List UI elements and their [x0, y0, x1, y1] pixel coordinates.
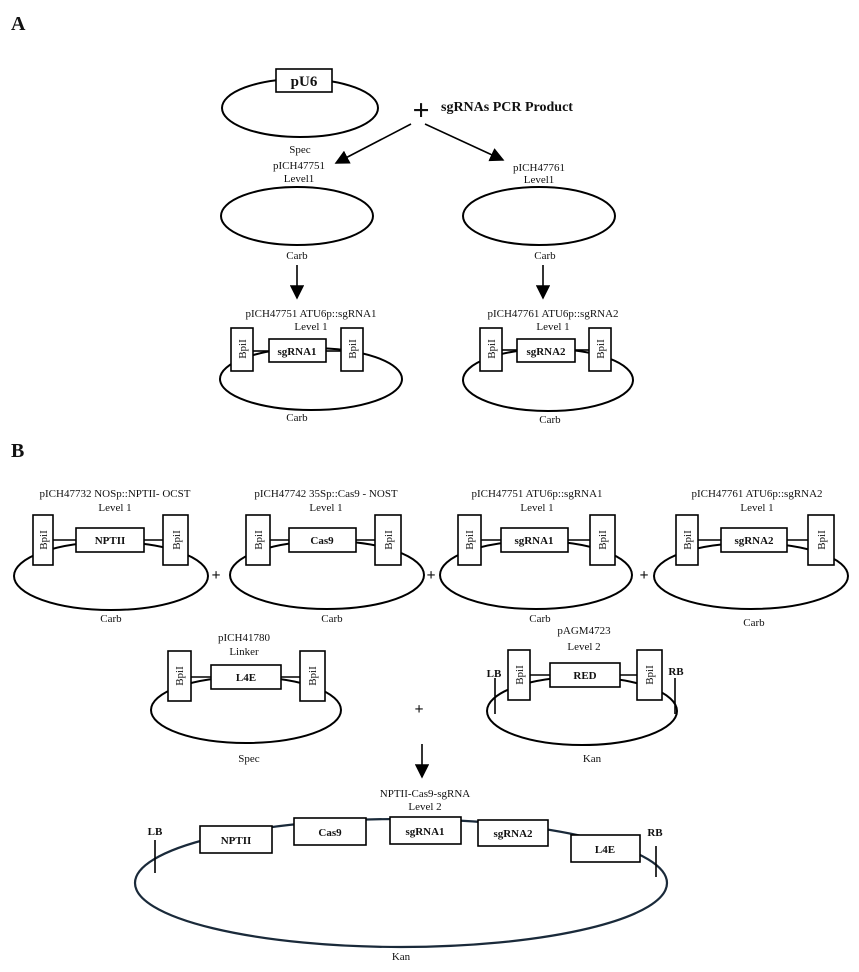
- v1-level: Level 1: [98, 502, 131, 514]
- plus-2: +: [426, 567, 435, 584]
- dest-title: pAGM4723: [557, 625, 611, 637]
- dest-rb: RB: [668, 666, 684, 678]
- left-vector-name: pICH47751: [273, 160, 325, 172]
- v4-sgrna2: sgRNA2: [734, 535, 774, 547]
- v1-bpi1: BpiI: [38, 530, 50, 550]
- dest-lb: LB: [487, 668, 502, 680]
- v3-carb: Carb: [529, 613, 551, 625]
- pcr-label: sgRNAs PCR Product: [441, 100, 573, 115]
- pu6-vector: pU6 Spec: [221, 68, 379, 156]
- linker-bpi1: BpiI: [174, 666, 186, 686]
- v4-level: Level 1: [740, 502, 773, 514]
- final-sgrna1: sgRNA1: [405, 826, 444, 838]
- v2-title: pICH47742 35Sp::Cas9 - NOST: [254, 488, 398, 500]
- v3-sgrna1: sgRNA1: [514, 535, 553, 547]
- v3-title: pICH47751 ATU6p::sgRNA1: [471, 488, 602, 500]
- dest-bpi1: BpiI: [514, 665, 526, 685]
- plus-4: +: [414, 701, 423, 718]
- arrow-to-right-vector: [424, 123, 505, 162]
- vector-sgrna2: pICH47761 ATU6p::sgRNA2 Level 1 BpiI sgR…: [653, 488, 849, 629]
- left-level1-vector: pICH47751 Level1 Carb: [220, 160, 374, 262]
- linker-sub: Linker: [229, 646, 259, 658]
- right-result-sgrna2: sgRNA2: [526, 346, 566, 358]
- dest-red: RED: [573, 670, 596, 682]
- right-result-bpi1: BpiI: [486, 339, 498, 359]
- final-lb: LB: [148, 826, 163, 838]
- final-sgrna2: sgRNA2: [493, 828, 533, 840]
- final-rb: RB: [647, 827, 663, 839]
- right-result-carb: Carb: [539, 414, 561, 426]
- final-l4e: L4E: [595, 844, 615, 856]
- v2-cas9: Cas9: [310, 535, 334, 547]
- vector-nptii: pICH47732 NOSp::NPTII- OCST Level 1 BpiI…: [13, 488, 209, 625]
- final-construct: NPTII-Cas9-sgRNA Level 2 LB RB NPTII Cas…: [133, 788, 669, 963]
- final-cas9: Cas9: [318, 827, 342, 839]
- linker-title: pICH41780: [218, 632, 270, 644]
- right-result-level: Level 1: [536, 321, 569, 333]
- left-result-bpi1: BpiI: [237, 339, 249, 359]
- left-vector-carb: Carb: [286, 250, 308, 262]
- plus-1: +: [211, 567, 220, 584]
- v1-bpi2: BpiI: [171, 530, 183, 550]
- final-level: Level 2: [408, 801, 441, 813]
- panel-a-label: A: [11, 13, 26, 35]
- dest-bpi2: BpiI: [644, 665, 656, 685]
- linker-bpi2: BpiI: [307, 666, 319, 686]
- right-result-bpi2: BpiI: [595, 339, 607, 359]
- right-result-name: pICH47761 ATU6p::sgRNA2: [487, 308, 618, 320]
- v2-level: Level 1: [309, 502, 342, 514]
- pcr-plus: +: [412, 94, 429, 127]
- right-vector-name: pICH47761: [513, 162, 565, 174]
- final-nptii: NPTII: [221, 835, 252, 847]
- v1-title: pICH47732 NOSp::NPTII- OCST: [40, 488, 191, 500]
- v3-level: Level 1: [520, 502, 553, 514]
- left-result-carb: Carb: [286, 412, 308, 424]
- v4-bpi2: BpiI: [816, 530, 828, 550]
- left-vector-level: Level1: [284, 173, 315, 185]
- v3-bpi1: BpiI: [464, 530, 476, 550]
- pu6-label: pU6: [291, 74, 318, 90]
- vector-linker: pICH41780 Linker BpiI L4E BpiI Spec: [150, 632, 342, 765]
- pu6-spec: Spec: [289, 144, 311, 156]
- left-result-level: Level 1: [294, 321, 327, 333]
- left-result-bpi2: BpiI: [347, 339, 359, 359]
- left-result-vector: pICH47751 ATU6p::sgRNA1 Level 1 BpiI sgR…: [219, 308, 403, 424]
- vector-sgrna1: pICH47751 ATU6p::sgRNA1 Level 1 BpiI sgR…: [439, 488, 633, 625]
- v4-bpi1: BpiI: [682, 530, 694, 550]
- left-result-sgrna1: sgRNA1: [277, 346, 316, 358]
- final-kan: Kan: [392, 951, 411, 963]
- left-result-name: pICH47751 ATU6p::sgRNA1: [245, 308, 376, 320]
- v1-nptii: NPTII: [95, 535, 126, 547]
- panel-b-label: B: [11, 440, 24, 462]
- arrow-to-left-vector: [334, 123, 412, 164]
- plus-3: +: [639, 567, 648, 584]
- vector-destination: pAGM4723 Level 2 LB RB BpiI RED BpiI Kan: [486, 625, 684, 765]
- v4-title: pICH47761 ATU6p::sgRNA2: [691, 488, 822, 500]
- linker-spec: Spec: [238, 753, 260, 765]
- dest-kan: Kan: [583, 753, 602, 765]
- right-result-vector: pICH47761 ATU6p::sgRNA2 Level 1 BpiI sgR…: [462, 308, 634, 426]
- right-vector-carb: Carb: [534, 250, 556, 262]
- linker-l4e: L4E: [236, 672, 256, 684]
- right-vector-level: Level1: [524, 174, 555, 186]
- right-level1-vector: pICH47761 Level1 Carb: [462, 162, 616, 262]
- v2-bpi2: BpiI: [383, 530, 395, 550]
- v2-carb: Carb: [321, 613, 343, 625]
- final-title: NPTII-Cas9-sgRNA: [380, 788, 470, 800]
- vector-cas9: pICH47742 35Sp::Cas9 - NOST Level 1 BpiI…: [229, 488, 425, 625]
- v3-bpi2: BpiI: [597, 530, 609, 550]
- v1-carb: Carb: [100, 613, 122, 625]
- dest-level: Level 2: [567, 641, 600, 653]
- v4-carb: Carb: [743, 617, 765, 629]
- v2-bpi1: BpiI: [253, 530, 265, 550]
